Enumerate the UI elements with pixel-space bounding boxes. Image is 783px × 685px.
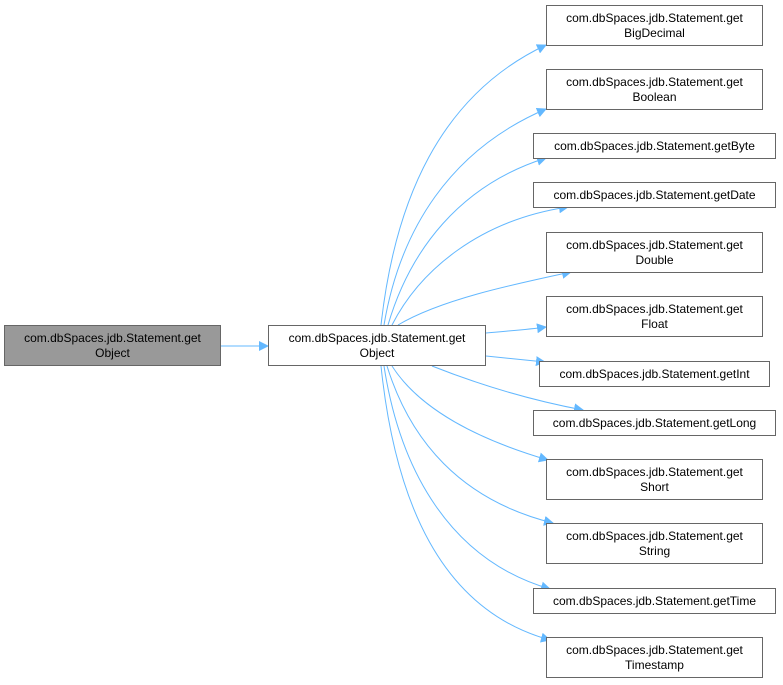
node-label-line: Object — [95, 345, 130, 360]
node-label-line: Boolean — [632, 89, 677, 104]
edge-to-getfloat — [485, 323, 547, 334]
node-label-line: BigDecimal — [624, 25, 685, 40]
node-statement-getstring[interactable]: com.dbSpaces.jdb.Statement.get String — [546, 523, 763, 564]
node-label-line: Short — [640, 479, 669, 494]
node-label-line: com.dbSpaces.jdb.Statement.get — [566, 528, 743, 543]
edge-to-getdate — [391, 203, 569, 326]
node-statement-getdouble[interactable]: com.dbSpaces.jdb.Statement.get Double — [546, 232, 763, 273]
edge-to-getshort — [391, 365, 549, 463]
node-statement-getboolean[interactable]: com.dbSpaces.jdb.Statement.get Boolean — [546, 69, 763, 110]
node-label-line: Object — [359, 345, 395, 360]
node-label-line: com.dbSpaces.jdb.Statement.getByte — [554, 138, 755, 153]
node-label-line: com.dbSpaces.jdb.Statement.getInt — [559, 366, 750, 381]
node-label-line: String — [638, 543, 671, 558]
node-label-line: com.dbSpaces.jdb.Statement.get — [566, 237, 743, 252]
node-statement-gettime[interactable]: com.dbSpaces.jdb.Statement.getTime — [533, 588, 776, 614]
edge-to-gettime — [383, 365, 551, 592]
edge-to-getboolean — [383, 107, 547, 326]
node-statement-getobject[interactable]: com.dbSpaces.jdb.Statement.get Object — [268, 325, 486, 366]
node-label-line: com.dbSpaces.jdb.Statement.get — [566, 642, 743, 657]
node-root-statement-getobject[interactable]: com.dbSpaces.jdb.Statement.get Object — [4, 325, 221, 366]
edge-to-gettimestamp — [380, 365, 551, 643]
edge-to-getlong — [431, 365, 584, 414]
node-statement-getlong[interactable]: com.dbSpaces.jdb.Statement.getLong — [533, 410, 776, 436]
node-label-line: com.dbSpaces.jdb.Statement.get — [566, 74, 743, 89]
node-label-line: com.dbSpaces.jdb.Statement.getLong — [552, 415, 757, 430]
node-statement-getdate[interactable]: com.dbSpaces.jdb.Statement.getDate — [533, 182, 776, 208]
node-label-line: Double — [635, 252, 674, 267]
node-statement-getbyte[interactable]: com.dbSpaces.jdb.Statement.getByte — [533, 133, 776, 159]
node-label-line: com.dbSpaces.jdb.Statement.get — [24, 330, 201, 345]
edge-to-getstring — [386, 365, 554, 526]
edge-to-getdouble — [397, 268, 572, 326]
edge-to-getint — [485, 355, 546, 367]
node-statement-getfloat[interactable]: com.dbSpaces.jdb.Statement.get Float — [546, 296, 763, 337]
node-label-line: com.dbSpaces.jdb.Statement.get — [566, 10, 743, 25]
node-label-line: com.dbSpaces.jdb.Statement.getDate — [553, 187, 756, 202]
node-statement-gettimestamp[interactable]: com.dbSpaces.jdb.Statement.get Timestamp — [546, 637, 763, 678]
node-label-line: Timestamp — [625, 657, 684, 672]
node-statement-getshort[interactable]: com.dbSpaces.jdb.Statement.get Short — [546, 459, 763, 500]
edge-to-getbyte — [387, 155, 547, 326]
node-label-line: Float — [641, 316, 668, 331]
node-label-line: com.dbSpaces.jdb.Statement.get — [288, 330, 466, 345]
node-label-line: com.dbSpaces.jdb.Statement.get — [566, 301, 743, 316]
node-statement-getbigdecimal[interactable]: com.dbSpaces.jdb.Statement.get BigDecima… — [546, 5, 763, 46]
node-label-line: com.dbSpaces.jdb.Statement.get — [566, 464, 743, 479]
node-label-line: com.dbSpaces.jdb.Statement.getTime — [553, 593, 756, 608]
node-statement-getint[interactable]: com.dbSpaces.jdb.Statement.getInt — [539, 361, 770, 387]
edge-to-getbigdecimal — [380, 44, 547, 326]
